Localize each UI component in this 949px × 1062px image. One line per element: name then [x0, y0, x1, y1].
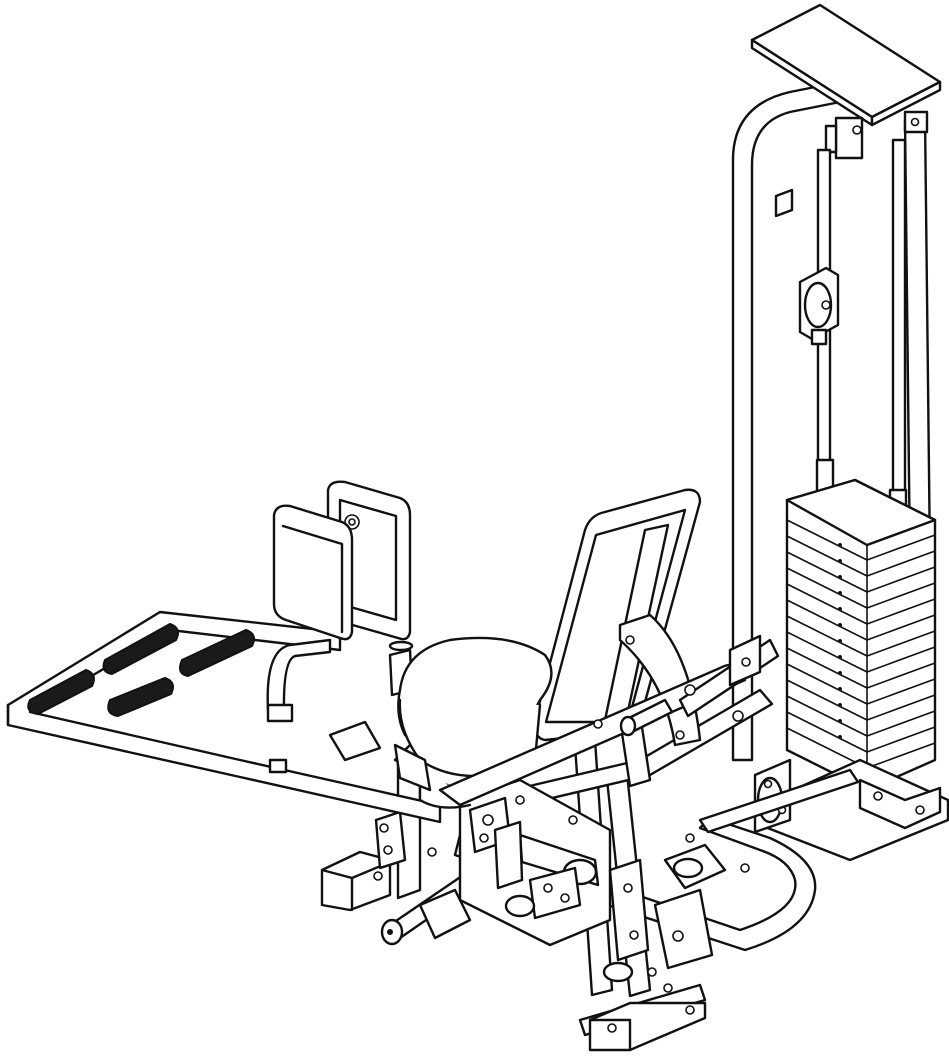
foot-grip-3 [27, 668, 95, 716]
foot-grip-1 [102, 622, 179, 676]
top-pulley-bracket [834, 116, 864, 160]
foot-grip-2 [179, 628, 255, 678]
foot-grip-4 [107, 676, 174, 718]
tower-front-upright [903, 114, 932, 567]
weight-tower [731, 3, 949, 862]
angle-plate [618, 613, 702, 747]
foot-rest-frame [6, 610, 442, 824]
floor-tube [453, 816, 817, 952]
leg-lever-arms [374, 688, 774, 993]
foot-grips [27, 622, 255, 718]
rear-foot [320, 850, 392, 912]
weight-plates [785, 478, 937, 792]
guide-rod-right [891, 138, 907, 512]
thigh-pads [272, 480, 412, 641]
seat-assembly [328, 488, 780, 809]
